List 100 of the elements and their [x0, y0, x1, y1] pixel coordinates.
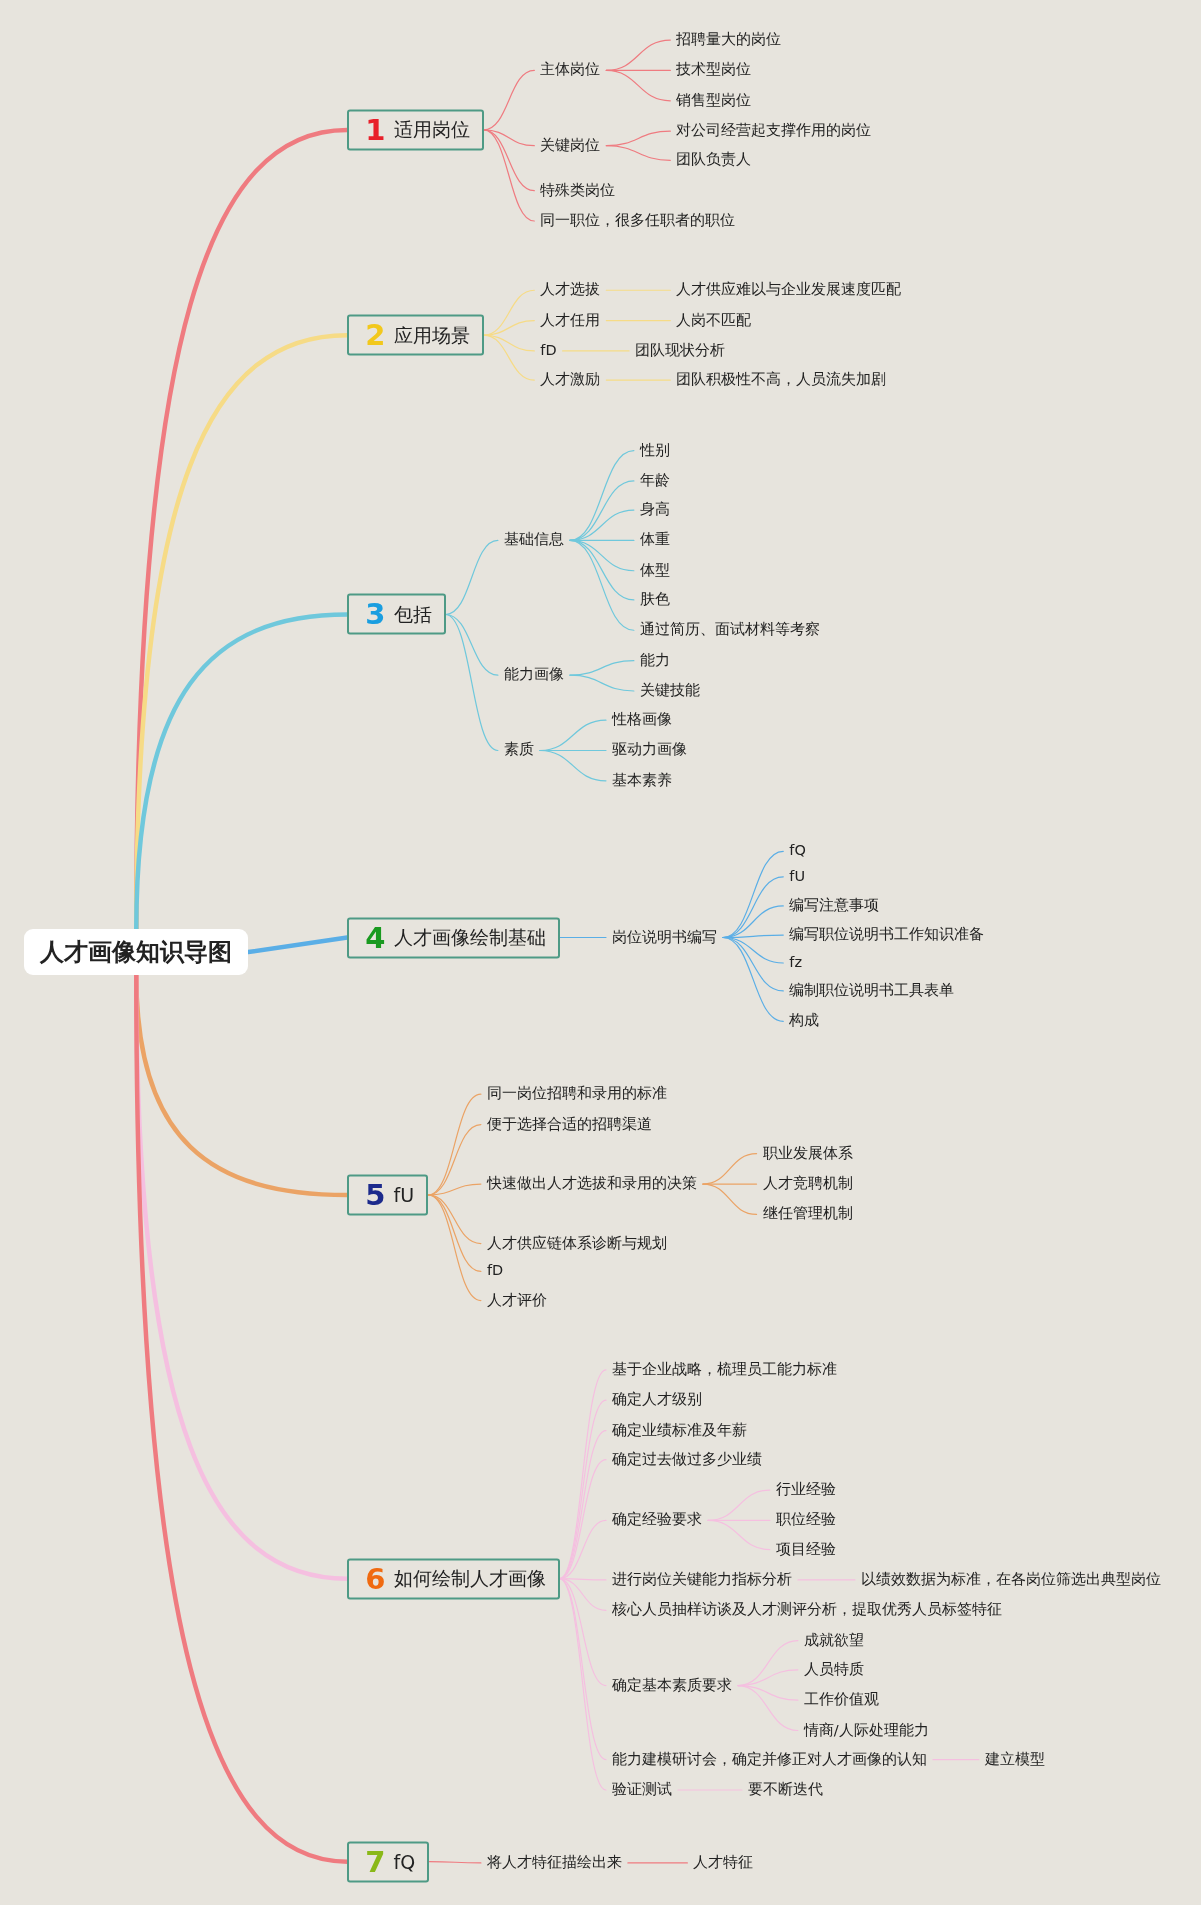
subtopic-label: 将人才特征描绘出来 [480, 1851, 628, 1875]
connector-line [605, 379, 671, 381]
subtopic-label: 性别 [633, 438, 676, 463]
subtopic-label: 人才特征 [687, 1851, 760, 1875]
connector-line [932, 1759, 980, 1761]
connector-line [627, 1862, 688, 1864]
subtopic-label: 同一职位，很多任职者的职位 [534, 209, 742, 233]
subtopic-label: 技术型岗位 [670, 58, 758, 83]
subtopic-label: 确定过去做过多少业绩 [606, 1448, 768, 1472]
connector-line [562, 350, 630, 352]
connector-line [605, 289, 671, 291]
subtopic-label: 人才供应难以与企业发展速度匹配 [670, 278, 908, 302]
subtopic-label: 继任管理机制 [756, 1202, 859, 1227]
subtopic-label: 能力 [633, 648, 676, 673]
subtopic-label: 人才竞聘机制 [756, 1172, 859, 1196]
subtopic-label: 便于选择合适的招聘渠道 [480, 1112, 658, 1137]
topic-number: 6 [365, 1564, 386, 1594]
connector-line [428, 1861, 482, 1864]
subtopic-label: 人才选拔 [534, 278, 607, 302]
topic-box [347, 917, 560, 958]
subtopic-label: 项目经验 [769, 1537, 842, 1562]
subtopic-label: fD [480, 1259, 510, 1284]
subtopic-label: fQ [783, 839, 812, 863]
connector-line [569, 674, 635, 692]
subtopic-label: 团队负责人 [670, 148, 758, 172]
topic-label: fQ [393, 1850, 416, 1873]
subtopic-label: 素质 [497, 738, 540, 763]
topic-number: 7 [365, 1847, 386, 1877]
topic-number: 2 [365, 320, 386, 350]
subtopic-label: 人员特质 [797, 1658, 870, 1682]
subtopic-label: 编写职位说明书工作知识准备 [783, 923, 991, 947]
connector-line [569, 539, 635, 631]
connector-line [558, 936, 607, 939]
connector-line [482, 129, 535, 222]
topic-box [347, 1174, 429, 1216]
subtopic-label: 以绩效数据为标准，在各岗位筛选出典型岗位 [854, 1568, 1167, 1592]
subtopic-label: 建立模型 [978, 1747, 1051, 1772]
subtopic-label: 构成 [783, 1009, 826, 1033]
connector-line [605, 69, 671, 102]
connector-line [702, 1183, 758, 1185]
topic-label: 应用场景 [393, 322, 470, 348]
subtopic-label: 确定人才级别 [606, 1388, 708, 1412]
subtopic-label: 人才评价 [480, 1288, 553, 1313]
subtopic-label: 招聘量大的岗位 [670, 28, 788, 52]
subtopic-label: 销售型岗位 [670, 89, 758, 113]
topic-number: 4 [365, 923, 386, 952]
connector-line [722, 936, 784, 1022]
subtopic-label: 特殊类岗位 [534, 178, 622, 203]
subtopic-label: 职位经验 [769, 1508, 842, 1533]
subtopic-label: 岗位说明书编写 [606, 925, 723, 950]
subtopic-label: 确定基本素质要求 [606, 1673, 738, 1698]
connector-line [605, 145, 671, 161]
subtopic-label: 体型 [633, 559, 676, 583]
connector-line [737, 1685, 799, 1732]
topic-label: 包括 [393, 601, 432, 627]
topic-label: 如何绘制人才画像 [393, 1565, 546, 1591]
subtopic-label: 年龄 [633, 469, 676, 493]
subtopic-label: 确定经验要求 [606, 1508, 708, 1533]
subtopic-label: 驱动力画像 [606, 738, 693, 763]
topic-box [347, 1558, 560, 1600]
topic-box [347, 109, 484, 151]
topic-label: 人才画像绘制基础 [393, 924, 546, 950]
subtopic-label: fz [783, 951, 808, 975]
topic-label: fU [393, 1183, 415, 1206]
subtopic-label: 职业发展体系 [756, 1142, 859, 1166]
subtopic-label: 关键岗位 [534, 134, 607, 158]
connector-line [539, 749, 607, 782]
subtopic-label: 情商/人际处理能力 [797, 1718, 935, 1743]
connector-line [605, 320, 671, 322]
connector-line [444, 539, 499, 616]
connector-line [444, 613, 499, 752]
central-topic-box: 人才画像知识导图 [24, 929, 249, 976]
subtopic-label: 能力建模研讨会，确定并修正对人才画像的认知 [606, 1747, 933, 1772]
subtopic-label: 团队积极性不高，人员流失加剧 [670, 368, 893, 392]
subtopic-label: 工作价值观 [797, 1688, 885, 1712]
subtopic-label: 身高 [633, 498, 676, 522]
subtopic-label: 行业经验 [769, 1478, 842, 1502]
subtopic-label: 要不断迭代 [742, 1778, 829, 1802]
subtopic-label: 人才供应链体系诊断与规划 [480, 1231, 673, 1256]
subtopic-label: 成就欲望 [797, 1628, 870, 1653]
subtopic-label: 验证测试 [606, 1778, 678, 1802]
subtopic-label: 核心人员抽样访谈及人才测评分析，提取优秀人员标签特征 [606, 1598, 1008, 1622]
subtopic-label: 基础信息 [497, 528, 570, 553]
subtopic-label: 性格画像 [606, 708, 678, 732]
subtopic-label: 编写注意事项 [783, 894, 886, 918]
subtopic-label: 编制职位说明书工具表单 [783, 979, 961, 1003]
subtopic-label: 对公司经营起支撑作用的岗位 [670, 119, 878, 143]
subtopic-label: 体重 [633, 528, 676, 553]
subtopic-label: 主体岗位 [534, 58, 607, 83]
subtopic-label: 通过简历、面试材料等考察 [633, 618, 826, 642]
connector-line [482, 320, 535, 336]
topic-label: 适用岗位 [393, 116, 470, 142]
subtopic-label: 关键技能 [633, 679, 706, 703]
subtopic-label: 基于企业战略，梳理员工能力标准 [606, 1358, 843, 1382]
subtopic-label: fD [534, 339, 563, 363]
topic-number: 1 [365, 115, 386, 145]
topic-box [347, 1841, 430, 1883]
subtopic-label: 肤色 [633, 588, 676, 612]
connector-line [722, 850, 784, 939]
subtopic-label: 人才激励 [534, 368, 607, 392]
